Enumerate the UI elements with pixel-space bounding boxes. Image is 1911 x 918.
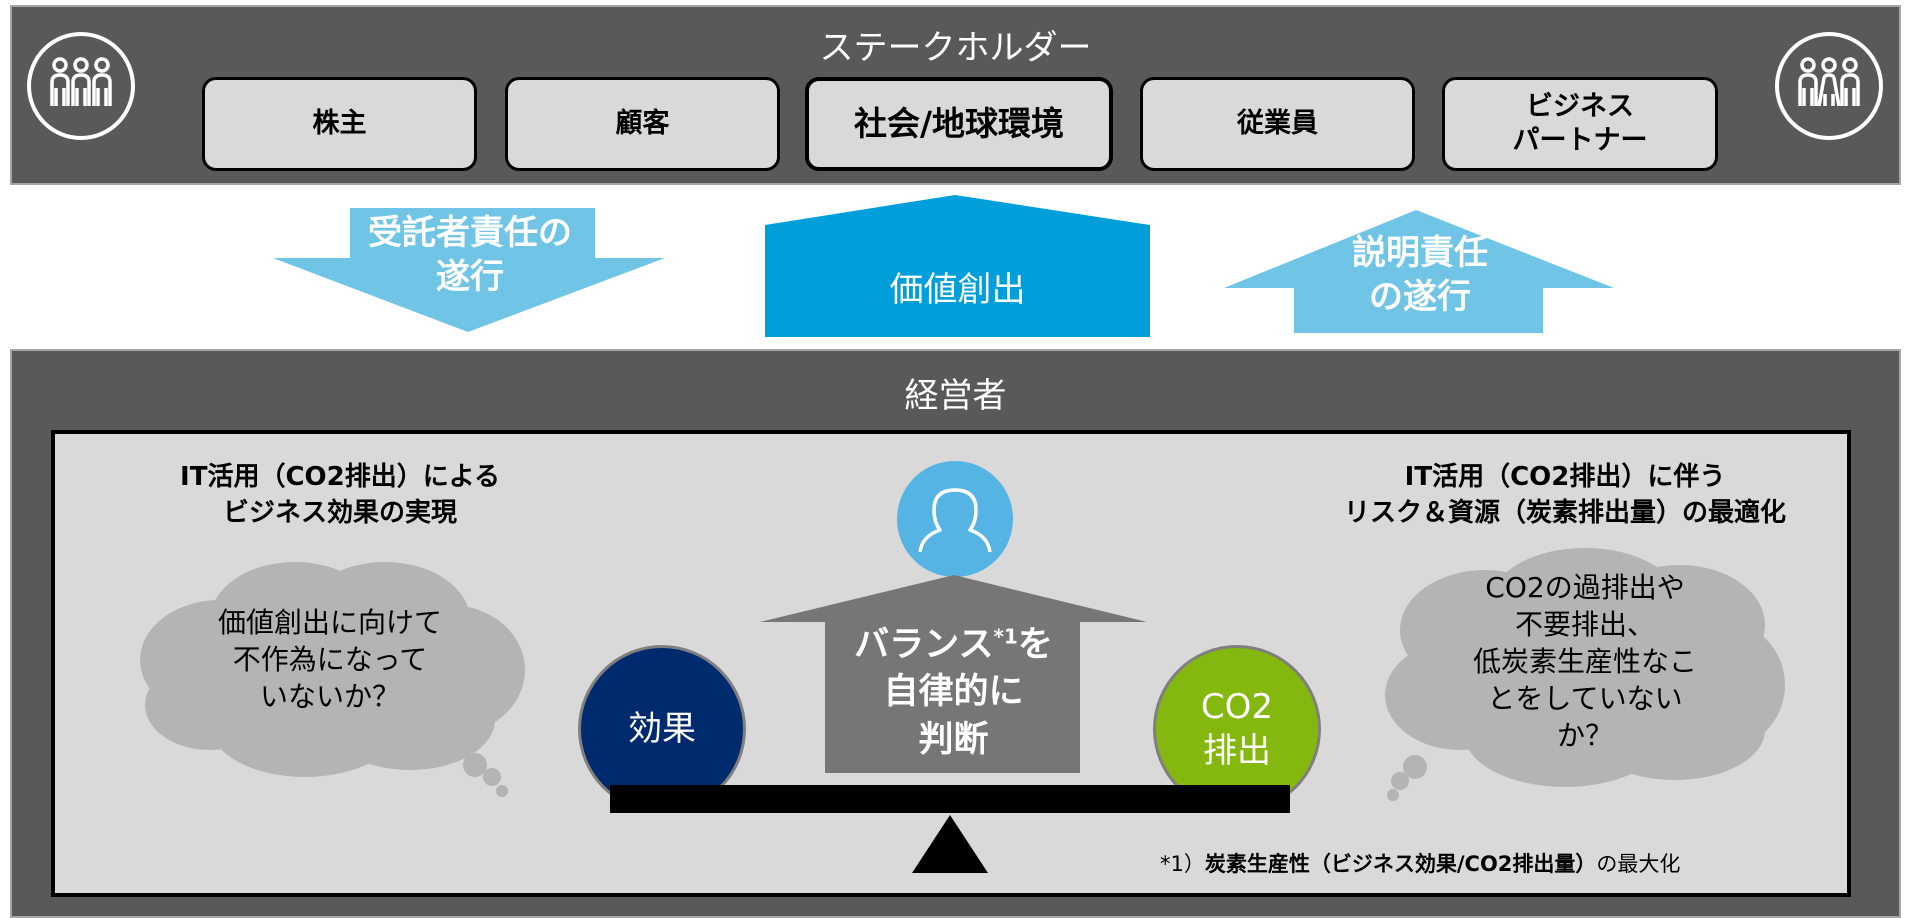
right-thought-line2: 不要排出、: [1514, 607, 1655, 641]
fiduciary-arrow: [273, 208, 665, 332]
left-thought-line1: 価値創出に向けて: [217, 606, 442, 639]
stakeholder-business-partners: ビジネス パートナー: [1442, 77, 1718, 171]
stakeholder-customers: 顧客: [505, 77, 780, 171]
right-thought-line1: CO2の過排出や: [1485, 571, 1685, 604]
stakeholder-label: パートナー: [1512, 125, 1648, 156]
balance-footnote-marker: *1: [993, 624, 1018, 649]
right-thought-text: CO2の過排出や 不要排出、 低炭素生産性なこ とをしていない か？: [1415, 570, 1755, 755]
stakeholder-label: 株主: [312, 108, 367, 140]
stakeholder-label: 社会/地球環境: [853, 104, 1065, 144]
value-creation-arrow: [765, 195, 1150, 337]
stakeholder-employees: 従業員: [1140, 77, 1415, 171]
left-thought-cloud: [140, 562, 525, 797]
left-thought-text: 価値創出に向けて 不作為になって いないか？: [160, 605, 500, 716]
left-thought-line3: いないか？: [259, 679, 400, 713]
right-thought-line4: とをしていない: [1487, 681, 1683, 715]
co2-line1: CO2: [1200, 686, 1274, 727]
balance-line1-pre: バランス: [854, 625, 994, 665]
value-creation-label: 価値創出: [889, 270, 1026, 310]
right-thought-cloud: [1385, 548, 1785, 801]
fiduciary-arrow-label: 受託者責任の 遂行: [300, 212, 640, 299]
stakeholders-title: ステークホルダー: [819, 28, 1092, 68]
stakeholder-society-environment: 社会/地球環境: [805, 77, 1113, 171]
people-group-icon: [27, 32, 135, 140]
footnote: *1）炭素生産性（ビジネス効果/CO2排出量）の最大化: [1160, 848, 1820, 878]
fiduciary-line1: 受託者責任の: [368, 213, 572, 253]
stakeholder-shareholders: 株主: [202, 77, 477, 171]
left-heading-line1: IT活用（CO2排出）による: [180, 462, 500, 492]
right-thought-line3: 低炭素生産性なこ: [1472, 644, 1697, 678]
balance-line1: バランス*1を: [826, 622, 1081, 669]
left-heading: IT活用（CO2排出）による ビジネス効果の実現: [140, 460, 540, 532]
footnote-prefix: *1）: [1160, 852, 1205, 876]
stakeholder-label: 顧客: [615, 108, 670, 140]
effect-label: 効果: [628, 708, 696, 749]
right-heading-line2: リスク＆資源（炭素排出量）の最適化: [1343, 497, 1786, 528]
balance-line2: 自律的に: [883, 672, 1024, 713]
person-icon: [897, 461, 1013, 577]
fiduciary-line2: 遂行: [436, 256, 504, 297]
footnote-bold: 炭素生産性（ビジネス効果/CO2排出量）: [1204, 852, 1597, 876]
right-heading: IT活用（CO2排出）に伴う リスク＆資源（炭素排出量）の最適化: [1300, 460, 1830, 532]
stakeholder-label: ビジネス: [1526, 91, 1634, 123]
scale-fulcrum: [912, 815, 988, 873]
accountability-line1: 説明責任: [1352, 233, 1488, 273]
co2-line2: 排出: [1202, 731, 1271, 771]
accountability-arrow-label: 説明責任 の遂行: [1250, 232, 1590, 319]
right-heading-line1: IT活用（CO2排出）に伴う: [1404, 462, 1726, 492]
balance-arrow: [760, 575, 1147, 773]
scale-beam: [610, 785, 1290, 813]
accountability-line2: の遂行: [1369, 276, 1471, 317]
left-thought-line2: 不作為になって: [232, 642, 428, 676]
balance-line1-post: を: [1017, 625, 1053, 665]
people-group-icon: [1775, 32, 1883, 140]
stakeholder-label: 従業員: [1237, 108, 1318, 140]
left-heading-line2: ビジネス効果の実現: [222, 497, 457, 528]
footnote-suffix: の最大化: [1596, 852, 1681, 876]
balance-arrow-label: バランス*1を 自律的に 判断: [826, 622, 1081, 764]
balance-line3: 判断: [918, 719, 989, 760]
accountability-arrow: [1224, 210, 1614, 333]
management-title: 経営者: [904, 376, 1007, 416]
right-thought-line5: か？: [1556, 718, 1613, 752]
